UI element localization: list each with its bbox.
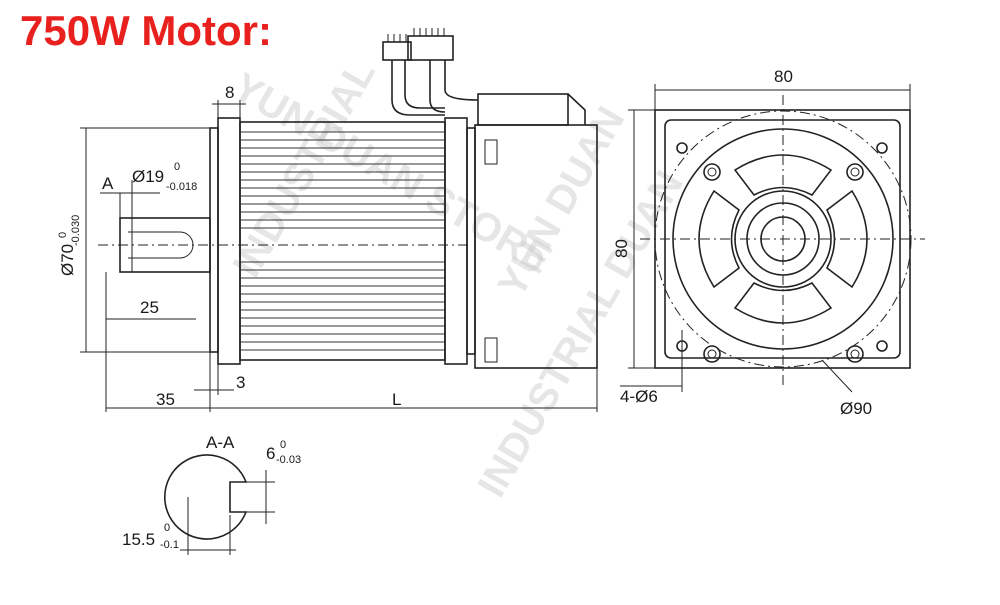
cable bbox=[391, 60, 445, 116]
vent-window bbox=[698, 189, 741, 289]
dim-pilot-depth: 3 bbox=[236, 373, 245, 392]
connector-box-edge bbox=[567, 93, 586, 125]
pilot bbox=[209, 127, 219, 353]
dim-shaft-tol-upper: 0 bbox=[174, 161, 180, 173]
section-label: A-A bbox=[206, 433, 235, 452]
dim-key-width-tol-lower: -0.03 bbox=[276, 454, 301, 466]
cover-bolt bbox=[484, 139, 498, 165]
dim-key-depth: 15.5 bbox=[122, 530, 155, 549]
side-dimensions: 8 A Ø19 0 -0.018 Ø70 0 -0.030 25 3 bbox=[57, 83, 598, 412]
section-view: A-A 6 0 -0.03 15.5 0 -0.1 bbox=[122, 433, 301, 555]
dim-flange-thickness: 8 bbox=[225, 83, 234, 102]
mount-hole bbox=[676, 142, 688, 154]
dim-bolt-circle: Ø90 bbox=[840, 399, 872, 418]
dim-body-length: L bbox=[392, 390, 401, 409]
dim-key-width-tol-upper: 0 bbox=[280, 439, 286, 451]
dim-key-width: 6 bbox=[266, 444, 275, 463]
cable-plug bbox=[407, 35, 454, 61]
cable bbox=[404, 60, 445, 109]
dim-flange-width: 80 bbox=[774, 67, 793, 86]
dim-pilot-tol-upper: 0 bbox=[57, 232, 69, 238]
dim-pilot-tol-lower: -0.030 bbox=[70, 215, 82, 246]
section-marker: A bbox=[102, 174, 114, 193]
vent-window bbox=[733, 154, 833, 197]
dim-flange-height: 80 bbox=[612, 239, 631, 258]
dim-shaft-length: 35 bbox=[156, 390, 175, 409]
cable bbox=[429, 60, 446, 113]
dim-mount-holes: 4-Ø6 bbox=[620, 387, 658, 406]
boss bbox=[846, 163, 864, 181]
front-view bbox=[640, 95, 925, 385]
cable bbox=[444, 60, 479, 101]
vent-window bbox=[733, 281, 833, 324]
cooling-fins bbox=[240, 131, 445, 351]
rear-flange bbox=[444, 117, 468, 365]
dim-shaft-dia: Ø19 bbox=[132, 167, 164, 186]
front-dimensions: 80 80 4-Ø6 Ø90 bbox=[612, 67, 911, 418]
dim-shaft-tol-lower: -0.018 bbox=[166, 181, 197, 193]
mount-hole bbox=[876, 142, 888, 154]
vent-window bbox=[825, 189, 868, 289]
dim-key-length: 25 bbox=[140, 298, 159, 317]
dim-key-depth-tol-upper: 0 bbox=[164, 522, 170, 534]
boss bbox=[703, 345, 721, 363]
mount-hole bbox=[876, 340, 888, 352]
page-title: 750W Motor: bbox=[20, 7, 272, 54]
dim-pilot-dia: Ø70 bbox=[58, 244, 77, 276]
boss bbox=[703, 163, 721, 181]
cable-plug bbox=[382, 41, 412, 61]
side-view bbox=[98, 28, 598, 369]
connector-box bbox=[477, 93, 569, 126]
shaft-section bbox=[163, 454, 248, 540]
boss bbox=[846, 345, 864, 363]
watermark-group: YUN DUAN STORE INDUSTRIAL YUN DUAN INDUS… bbox=[225, 53, 692, 505]
cover-bolt bbox=[484, 337, 498, 363]
dim-key-depth-tol-lower: -0.1 bbox=[160, 539, 179, 551]
